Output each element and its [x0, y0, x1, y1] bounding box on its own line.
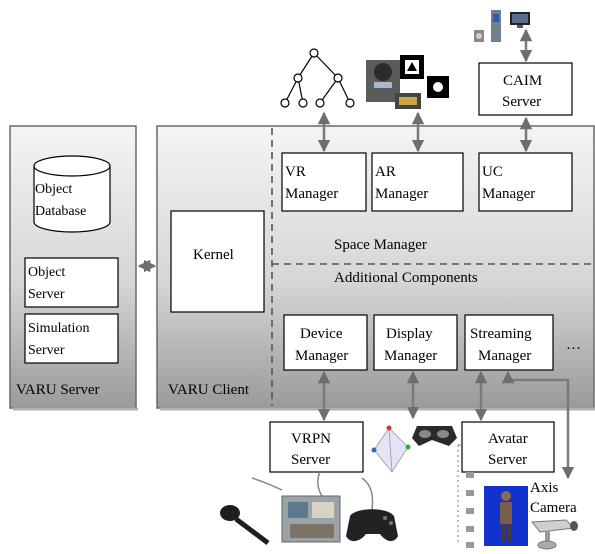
varu-server-panel: Object Database Object Server Simulation… [9, 125, 138, 411]
display-devices-image [371, 425, 457, 473]
avatar-server-line1: Avatar [488, 431, 528, 447]
avatar-server-line2: Server [488, 452, 527, 468]
vrpn-server-box: VRPN Server [269, 421, 364, 473]
varu-client-title: VARU Client [168, 382, 250, 398]
display-manager-line1: Display [386, 326, 433, 342]
device-manager-line2: Manager [295, 348, 348, 364]
varu-client-panel: Kernel VR Manager AR Manager UC Manager … [156, 125, 595, 411]
caim-server-line1: CAIM [503, 73, 542, 89]
display-manager-box: Display Manager [373, 314, 458, 371]
kernel-label: Kernel [193, 247, 234, 263]
object-server-line2: Server [28, 287, 65, 302]
avatar-capture-image [457, 444, 528, 548]
space-manager-label: Space Manager [334, 237, 427, 253]
vr-manager-box: VR Manager [281, 152, 367, 212]
connection-arrows [317, 28, 575, 480]
simulation-server-line2: Server [28, 343, 65, 358]
vrpn-server-line2: Server [291, 452, 330, 468]
uc-manager-line2: Manager [482, 186, 535, 202]
ar-manager-box: AR Manager [371, 152, 464, 212]
additional-components-label: Additional Components [334, 270, 478, 286]
streaming-manager-line1: Streaming [470, 326, 532, 342]
object-server-box: Object Server [24, 257, 119, 308]
avatar-server-box: Avatar Server [461, 421, 555, 473]
object-server-line1: Object [28, 265, 65, 280]
simulation-server-box: Simulation Server [24, 313, 119, 364]
vr-manager-line2: Manager [285, 186, 338, 202]
streaming-manager-box: Streaming Manager [464, 314, 554, 371]
axis-camera-icon [531, 519, 578, 550]
ubiquitous-devices-icon [474, 10, 530, 42]
input-devices-image [220, 471, 398, 545]
device-manager-box: Device Manager [283, 314, 368, 371]
kernel-box: Kernel [170, 210, 265, 313]
caim-server-box: CAIM Server [478, 62, 573, 116]
object-database: Object Database [33, 155, 111, 233]
object-database-line2: Database [35, 204, 86, 219]
vrpn-server-line1: VRPN [291, 431, 331, 447]
simulation-server-line1: Simulation [28, 321, 89, 336]
scene-graph-icon [280, 48, 355, 108]
uc-manager-box: UC Manager [478, 152, 573, 212]
device-manager-line1: Device [300, 326, 343, 342]
vr-manager-line1: VR [285, 164, 306, 180]
display-manager-line2: Manager [384, 348, 437, 364]
more-components-ellipsis: … [566, 337, 581, 353]
axis-camera-line1: Axis [530, 480, 559, 496]
ar-manager-line2: Manager [375, 186, 428, 202]
axis-camera-line2: Camera [530, 500, 577, 516]
streaming-manager-line2: Manager [478, 348, 531, 364]
caim-server-line2: Server [502, 94, 541, 110]
varu-server-title: VARU Server [16, 382, 99, 398]
ar-markers-image [366, 55, 449, 109]
streaming-camera-arrow [501, 370, 575, 480]
uc-manager-line1: UC [482, 164, 503, 180]
ar-manager-line1: AR [375, 164, 396, 180]
object-database-line1: Object [35, 182, 72, 197]
